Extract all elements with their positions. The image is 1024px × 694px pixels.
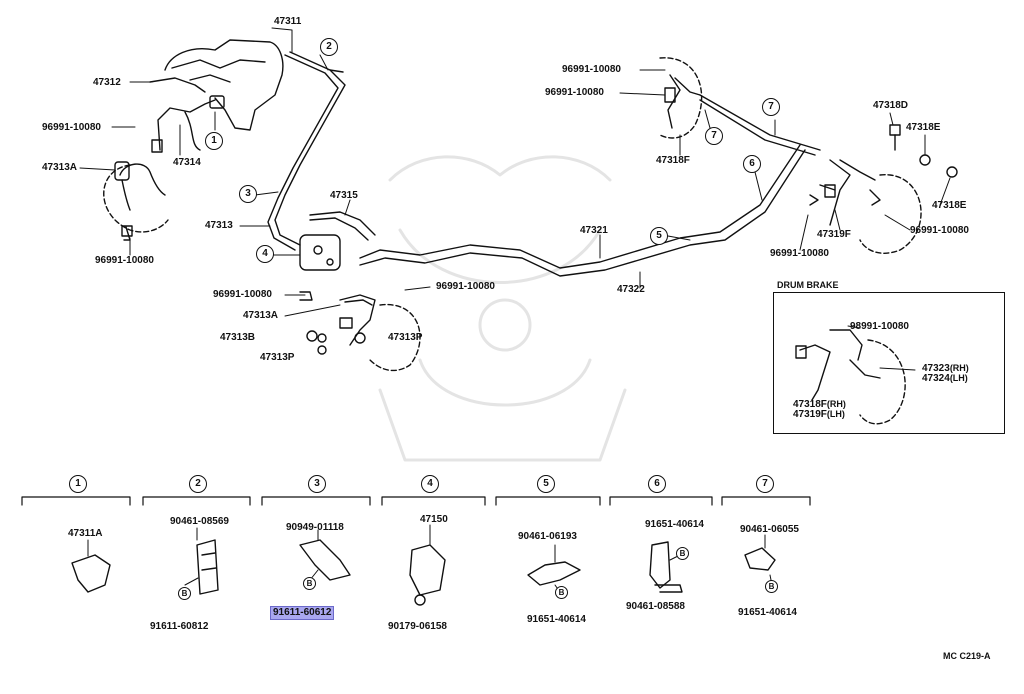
- label-96991-10080-b[interactable]: 96991-10080: [95, 255, 154, 266]
- label-47313B[interactable]: 47313B: [220, 332, 256, 343]
- line-47314: [157, 99, 216, 151]
- label-47319F-drum[interactable]: 47319F(LH): [793, 408, 845, 421]
- left-rear-drum: [369, 304, 421, 372]
- label-91611-60612-highlighted[interactable]: 91611-60612: [270, 606, 335, 620]
- label-96991-10080-h[interactable]: 96991-10080: [770, 248, 829, 259]
- label-91611-60812[interactable]: 91611-60812: [150, 621, 209, 632]
- part-47318F-drum: 47318F: [793, 399, 827, 410]
- left-hose-47313A: [119, 163, 166, 196]
- label-90461-06193[interactable]: 90461-06193: [518, 531, 577, 542]
- bolt-marker: B: [555, 586, 568, 599]
- detail-callout-2[interactable]: 2: [189, 475, 207, 493]
- label-90179-06158[interactable]: 90179-06158: [388, 621, 447, 632]
- callout-2[interactable]: 2: [320, 38, 338, 56]
- label-47322[interactable]: 47322: [617, 284, 645, 295]
- pipe-47321: [359, 144, 801, 269]
- label-47312[interactable]: 47312: [93, 77, 121, 88]
- label-90949-01118[interactable]: 90949-01118: [286, 522, 344, 533]
- label-47314[interactable]: 47314: [173, 157, 201, 168]
- label-47318E[interactable]: 47318E: [906, 122, 941, 133]
- label-47321[interactable]: 47321: [580, 225, 608, 236]
- label-96991-10080-g[interactable]: 96991-10080: [910, 225, 969, 236]
- label-47311A[interactable]: 47311A: [68, 528, 103, 539]
- bolt-marker: B: [178, 587, 191, 600]
- label-90461-08588[interactable]: 90461-08588: [626, 601, 685, 612]
- callout-6[interactable]: 6: [743, 155, 761, 173]
- right-rear-drum: [859, 174, 922, 254]
- label-90461-06055[interactable]: 90461-06055: [740, 524, 799, 535]
- bolt-marker: B: [303, 577, 316, 590]
- detail-callout-7[interactable]: 7: [756, 475, 774, 493]
- right-front-rotor: [659, 57, 703, 139]
- pipe-47322: [359, 149, 806, 277]
- detail-callout-1[interactable]: 1: [69, 475, 87, 493]
- label-47313P-2[interactable]: 47313P: [388, 332, 423, 343]
- label-47318F[interactable]: 47318F: [656, 155, 690, 166]
- label-47318D[interactable]: 47318D: [873, 100, 909, 111]
- label-47318E-2[interactable]: 47318E: [932, 200, 967, 211]
- part-47323: 47323: [922, 363, 950, 374]
- callout-5[interactable]: 5: [650, 227, 668, 245]
- label-91651-40614-g7[interactable]: 91651-40614: [738, 607, 797, 618]
- label-91651-40614-g5[interactable]: 91651-40614: [527, 614, 586, 625]
- detail-callout-5[interactable]: 5: [537, 475, 555, 493]
- proportioning-valve: [299, 234, 341, 271]
- bolt-marker: B: [676, 547, 689, 560]
- label-47150[interactable]: 47150: [420, 514, 448, 525]
- label-47315[interactable]: 47315: [330, 190, 358, 201]
- label-96991-10080-c[interactable]: 96991-10080: [213, 289, 272, 300]
- watermark-logo: [378, 155, 627, 462]
- label-47313A[interactable]: 47313A: [42, 162, 78, 173]
- label-47313P[interactable]: 47313P: [260, 352, 295, 363]
- bolt-marker: B: [765, 580, 778, 593]
- label-90461-08569[interactable]: 90461-08569: [170, 516, 229, 527]
- label-47323[interactable]: 47323(RH): [922, 362, 969, 375]
- left-rotor-outline: [103, 164, 169, 233]
- rh-note: (RH): [949, 363, 969, 373]
- label-96991-10080-e[interactable]: 96991-10080: [562, 64, 621, 75]
- detail-callout-3[interactable]: 3: [308, 475, 326, 493]
- drum-brake-inset: [773, 292, 1005, 434]
- label-47313[interactable]: 47313: [205, 220, 233, 231]
- master-cylinder: [164, 39, 284, 131]
- lh-note: (LH): [826, 409, 845, 419]
- label-96991-10080-a[interactable]: 96991-10080: [42, 122, 101, 133]
- callout-7a[interactable]: 7: [762, 98, 780, 116]
- label-47313A-2[interactable]: 47313A: [243, 310, 279, 321]
- callout-7b[interactable]: 7: [705, 127, 723, 145]
- label-47318F-drum[interactable]: 47318F(RH): [793, 398, 846, 411]
- label-98991-10080[interactable]: 98991-10080: [850, 321, 909, 332]
- label-91651-40614-g6[interactable]: 91651-40614: [645, 519, 704, 530]
- label-96991-10080-f[interactable]: 96991-10080: [545, 87, 604, 98]
- label-47319F[interactable]: 47319F: [817, 229, 851, 240]
- drum-brake-title: DRUM BRAKE: [777, 280, 839, 290]
- rh-note: (RH): [826, 399, 846, 409]
- detail-callout-6[interactable]: 6: [648, 475, 666, 493]
- diagram-code: MC C219-A: [943, 651, 991, 661]
- part-47319F-drum: 47319F: [793, 409, 827, 420]
- detail-callout-4[interactable]: 4: [421, 475, 439, 493]
- lh-note: (LH): [949, 373, 968, 383]
- pipe-47311: [274, 51, 346, 246]
- label-96991-10080-d[interactable]: 96991-10080: [436, 281, 495, 292]
- callout-3[interactable]: 3: [239, 185, 257, 203]
- part-47324: 47324: [922, 373, 950, 384]
- callout-1[interactable]: 1: [205, 132, 223, 150]
- callout-4[interactable]: 4: [256, 245, 274, 263]
- label-47311[interactable]: 47311: [274, 16, 302, 27]
- label-47324[interactable]: 47324(LH): [922, 372, 968, 385]
